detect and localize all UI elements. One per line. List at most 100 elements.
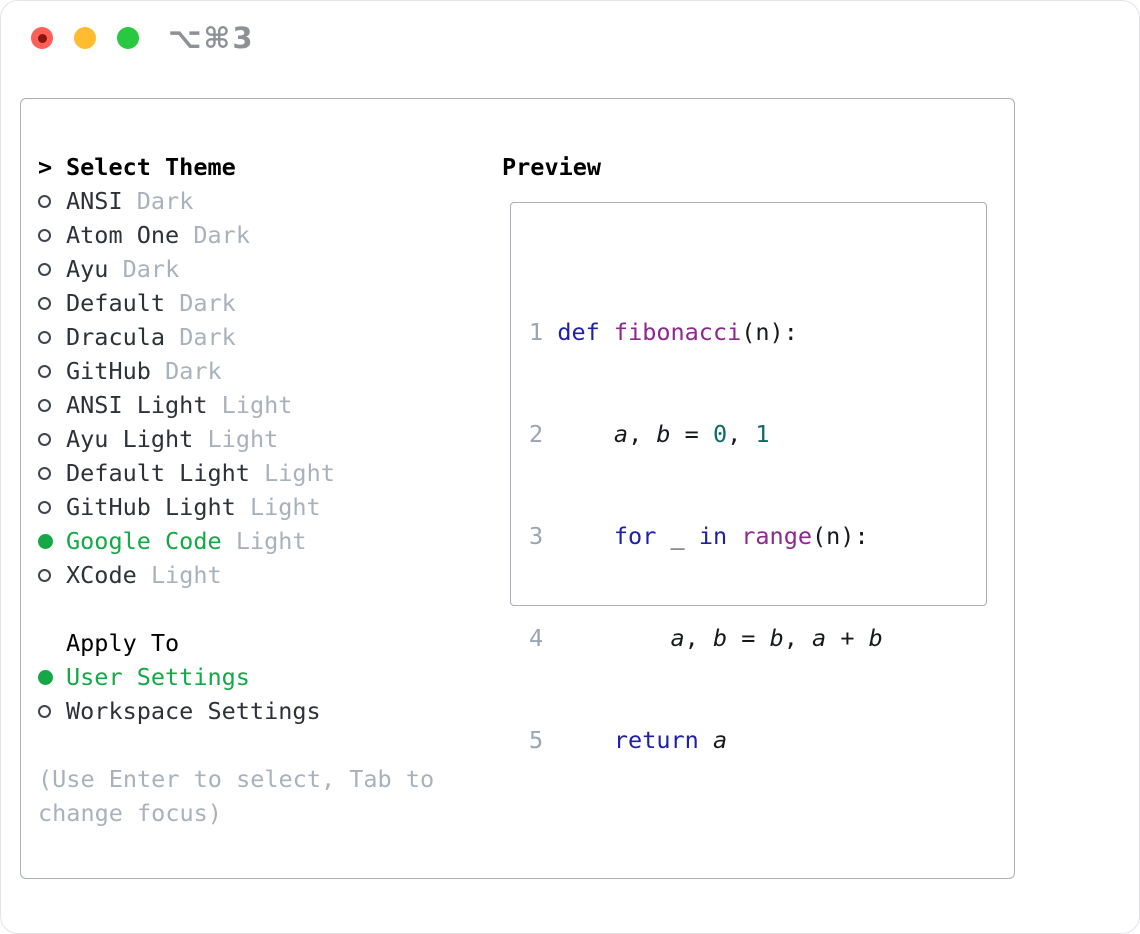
line-number: 5 xyxy=(529,726,544,754)
theme-list: > Select Theme ANSI Dark Atom One Dark A… xyxy=(38,150,488,830)
window-close-button[interactable] xyxy=(31,27,53,49)
code-token: a xyxy=(613,420,629,448)
theme-option-ayu-dark[interactable]: Ayu Dark xyxy=(38,252,488,286)
code-token: = xyxy=(670,420,713,448)
theme-name: Default Light xyxy=(66,459,250,487)
theme-name: ANSI Light xyxy=(66,391,208,419)
theme-name: Ayu Light xyxy=(66,425,194,453)
apply-option-workspace-settings[interactable]: Workspace Settings xyxy=(38,694,488,728)
theme-name: ANSI xyxy=(66,187,123,215)
theme-option-default-dark[interactable]: Default Dark xyxy=(38,286,488,320)
theme-variant: Dark xyxy=(165,357,222,385)
radio-unselected-icon xyxy=(38,330,66,344)
select-theme-title: Select Theme xyxy=(66,153,236,181)
code-token: 0 xyxy=(712,420,728,448)
code-blank-line xyxy=(529,825,986,859)
code-token: , xyxy=(628,420,657,448)
code-token: in xyxy=(698,522,728,550)
code-token: b xyxy=(712,624,728,652)
code-token: 1 xyxy=(755,420,770,448)
radio-unselected-icon xyxy=(38,466,66,480)
code-token: _ xyxy=(656,522,699,550)
theme-name: Google Code xyxy=(66,527,222,555)
code-token xyxy=(727,522,741,550)
theme-option-default-light[interactable]: Default Light Light xyxy=(38,456,488,490)
theme-name: Atom One xyxy=(66,221,180,249)
window-zoom-button[interactable] xyxy=(117,27,139,49)
window-minimize-button[interactable] xyxy=(74,27,96,49)
code-token: for xyxy=(613,522,657,550)
theme-variant: Light xyxy=(221,391,293,419)
code-token xyxy=(543,522,614,550)
radio-unselected-icon xyxy=(38,704,66,718)
code-token: a xyxy=(670,624,685,652)
theme-name: GitHub xyxy=(66,357,151,385)
theme-name: Ayu xyxy=(66,255,109,283)
theme-variant: Dark xyxy=(193,221,250,249)
code-token xyxy=(600,318,614,346)
theme-option-github-light[interactable]: GitHub Light Light xyxy=(38,490,488,524)
theme-option-atom-one-dark[interactable]: Atom One Dark xyxy=(38,218,488,252)
code-token: , xyxy=(684,624,713,652)
apply-to-header: Apply To xyxy=(38,626,488,660)
diff-context-line: 1 This is a context line. xyxy=(529,927,986,933)
radio-unselected-icon xyxy=(38,568,66,582)
apply-to-title: Apply To xyxy=(66,629,180,657)
theme-option-xcode-light[interactable]: XCode Light xyxy=(38,558,488,592)
code-token xyxy=(699,726,713,754)
focus-caret-icon: > xyxy=(38,153,53,181)
code-token: b xyxy=(868,624,883,652)
code-token: , xyxy=(783,624,813,652)
code-token: (n): xyxy=(812,522,869,550)
radio-unselected-icon xyxy=(38,398,66,412)
theme-variant: Light xyxy=(150,561,222,589)
title-bar: ⌥⌘3 xyxy=(1,1,1139,76)
code-line: 1 def fibonacci(n): xyxy=(529,315,986,349)
radio-unselected-icon xyxy=(38,262,66,276)
radio-unselected-icon xyxy=(38,194,66,208)
code-token: return xyxy=(613,726,699,754)
theme-option-ansi-dark[interactable]: ANSI Dark xyxy=(38,184,488,218)
code-token: range xyxy=(741,522,813,550)
code-token: + xyxy=(826,624,869,652)
code-line: 2 a, b = 0, 1 xyxy=(529,417,986,451)
theme-variant: Dark xyxy=(179,289,236,317)
code-token xyxy=(543,930,628,933)
code-token: fibonacci xyxy=(613,318,742,346)
context-text: This is a context line. xyxy=(628,930,953,933)
window-shortcut-label: ⌥⌘3 xyxy=(168,21,255,55)
theme-name: GitHub Light xyxy=(66,493,236,521)
code-token: , xyxy=(727,420,756,448)
code-token: a xyxy=(712,726,728,754)
theme-name: Dracula xyxy=(66,323,166,351)
radio-unselected-icon xyxy=(38,296,66,310)
theme-option-google-code-light[interactable]: Google Code Light xyxy=(38,524,488,558)
select-theme-header: > Select Theme xyxy=(38,150,488,184)
theme-variant: Light xyxy=(235,527,307,555)
code-line: 5 return a xyxy=(529,723,986,757)
line-number: 1 xyxy=(529,930,543,933)
line-number: 4 xyxy=(529,624,544,652)
hint-text-line2: change focus) xyxy=(38,799,222,827)
preview-box: 1 def fibonacci(n): 2 a, b = 0, 1 3 for … xyxy=(510,202,987,933)
theme-selector-panel: > Select Theme ANSI Dark Atom One Dark A… xyxy=(20,98,1015,933)
theme-name: Default xyxy=(66,289,166,317)
code-token: b xyxy=(769,624,784,652)
theme-variant: Light xyxy=(249,493,321,521)
apply-option-user-settings[interactable]: User Settings xyxy=(38,660,488,694)
code-token: def xyxy=(557,318,600,346)
radio-unselected-icon xyxy=(38,500,66,514)
theme-option-ansi-light[interactable]: ANSI Light Light xyxy=(38,388,488,422)
code-line: 3 for _ in range(n): xyxy=(529,519,986,553)
theme-option-ayu-light[interactable]: Ayu Light Light xyxy=(38,422,488,456)
apply-option-label: Workspace Settings xyxy=(66,697,321,725)
radio-unselected-icon xyxy=(38,432,66,446)
code-token xyxy=(543,318,557,346)
line-number: 1 xyxy=(529,318,544,346)
theme-option-dracula-dark[interactable]: Dracula Dark xyxy=(38,320,488,354)
code-token: = xyxy=(727,624,770,652)
radio-selected-icon xyxy=(38,533,66,549)
theme-option-github-dark[interactable]: GitHub Dark xyxy=(38,354,488,388)
apply-option-label: User Settings xyxy=(66,663,250,691)
